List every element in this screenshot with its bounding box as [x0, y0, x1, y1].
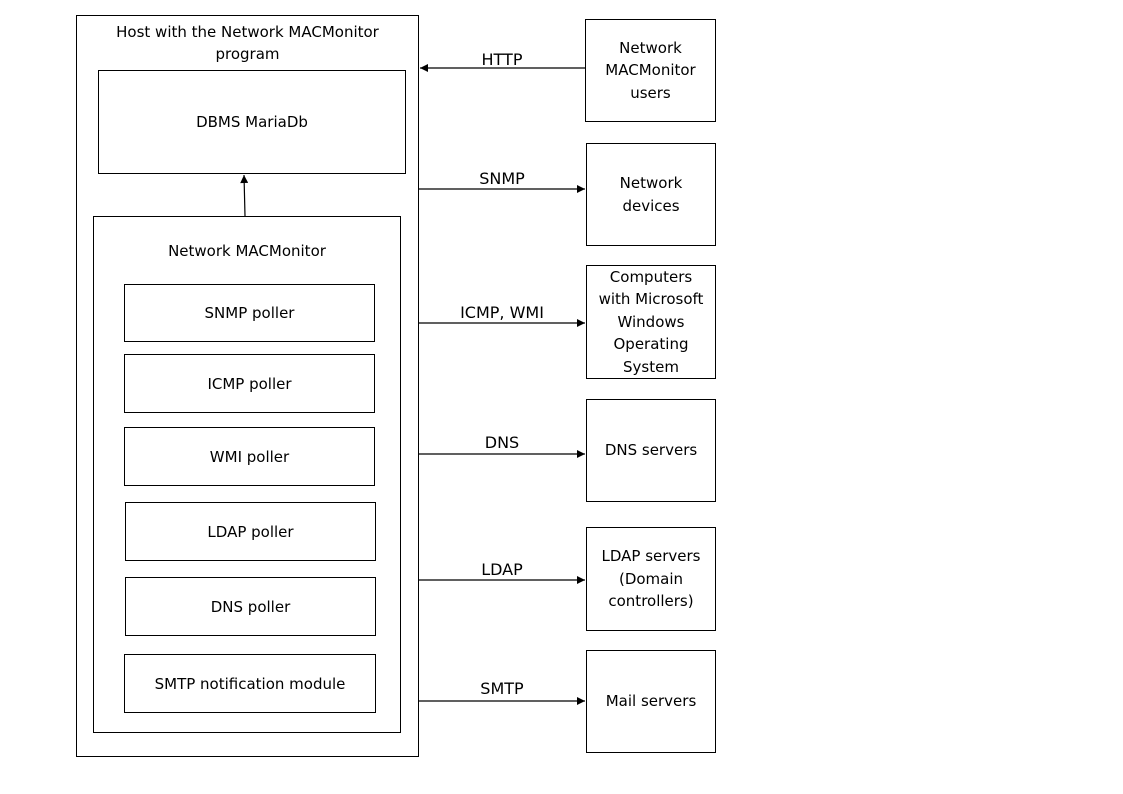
- smtp-label: SMTP: [480, 679, 524, 698]
- entity-label: Network MACMonitor users: [605, 38, 696, 102]
- module-label: WMI poller: [209, 447, 290, 466]
- app-to-dbms-arrow: [240, 174, 249, 217]
- wmi-poller-module: WMI poller: [124, 427, 375, 486]
- module-label: LDAP poller: [207, 522, 294, 541]
- snmp-label: SNMP: [479, 169, 525, 188]
- module-label: SNMP poller: [204, 304, 295, 322]
- dns-poller-module: DNS poller: [125, 577, 376, 636]
- dbms-label: DBMS MariaDb: [196, 113, 308, 131]
- module-label: ICMP poller: [207, 374, 292, 393]
- host-title: Host with the Network MACMonitor program: [116, 23, 379, 63]
- ldap-poller-module: LDAP poller: [125, 502, 376, 561]
- entity-label: LDAP servers (Domain controllers): [601, 547, 701, 611]
- icmp-wmi-label: ICMP, WMI: [460, 303, 544, 322]
- module-label: SMTP notification module: [154, 674, 346, 693]
- entity-label: DNS servers: [604, 441, 698, 460]
- mail-servers-box: Mail servers: [586, 650, 716, 753]
- macmonitor-users-box: Network MACMonitor users: [585, 19, 716, 122]
- network-devices-box: Network devices: [586, 143, 716, 246]
- dns-label: DNS: [484, 433, 520, 452]
- entity-label: Computers with Microsoft Windows Operati…: [598, 267, 704, 376]
- entity-label: Mail servers: [605, 692, 697, 711]
- macmonitor-app-title: Network MACMonitor: [168, 242, 326, 260]
- snmp-poller-module: SNMP poller: [124, 284, 375, 342]
- windows-computers-box: Computers with Microsoft Windows Operati…: [586, 265, 716, 379]
- dbms-box: DBMS MariaDb: [98, 70, 406, 174]
- ldap-servers-box: LDAP servers (Domain controllers): [586, 527, 716, 631]
- dns-servers-box: DNS servers: [586, 399, 716, 502]
- smtp-notification-module: SMTP notification module: [124, 654, 376, 713]
- entity-label: Network devices: [619, 174, 683, 215]
- module-label: DNS poller: [210, 597, 291, 616]
- icmp-poller-module: ICMP poller: [124, 354, 375, 413]
- ldap-label: LDAP: [481, 560, 523, 579]
- http-label: HTTP: [481, 50, 523, 69]
